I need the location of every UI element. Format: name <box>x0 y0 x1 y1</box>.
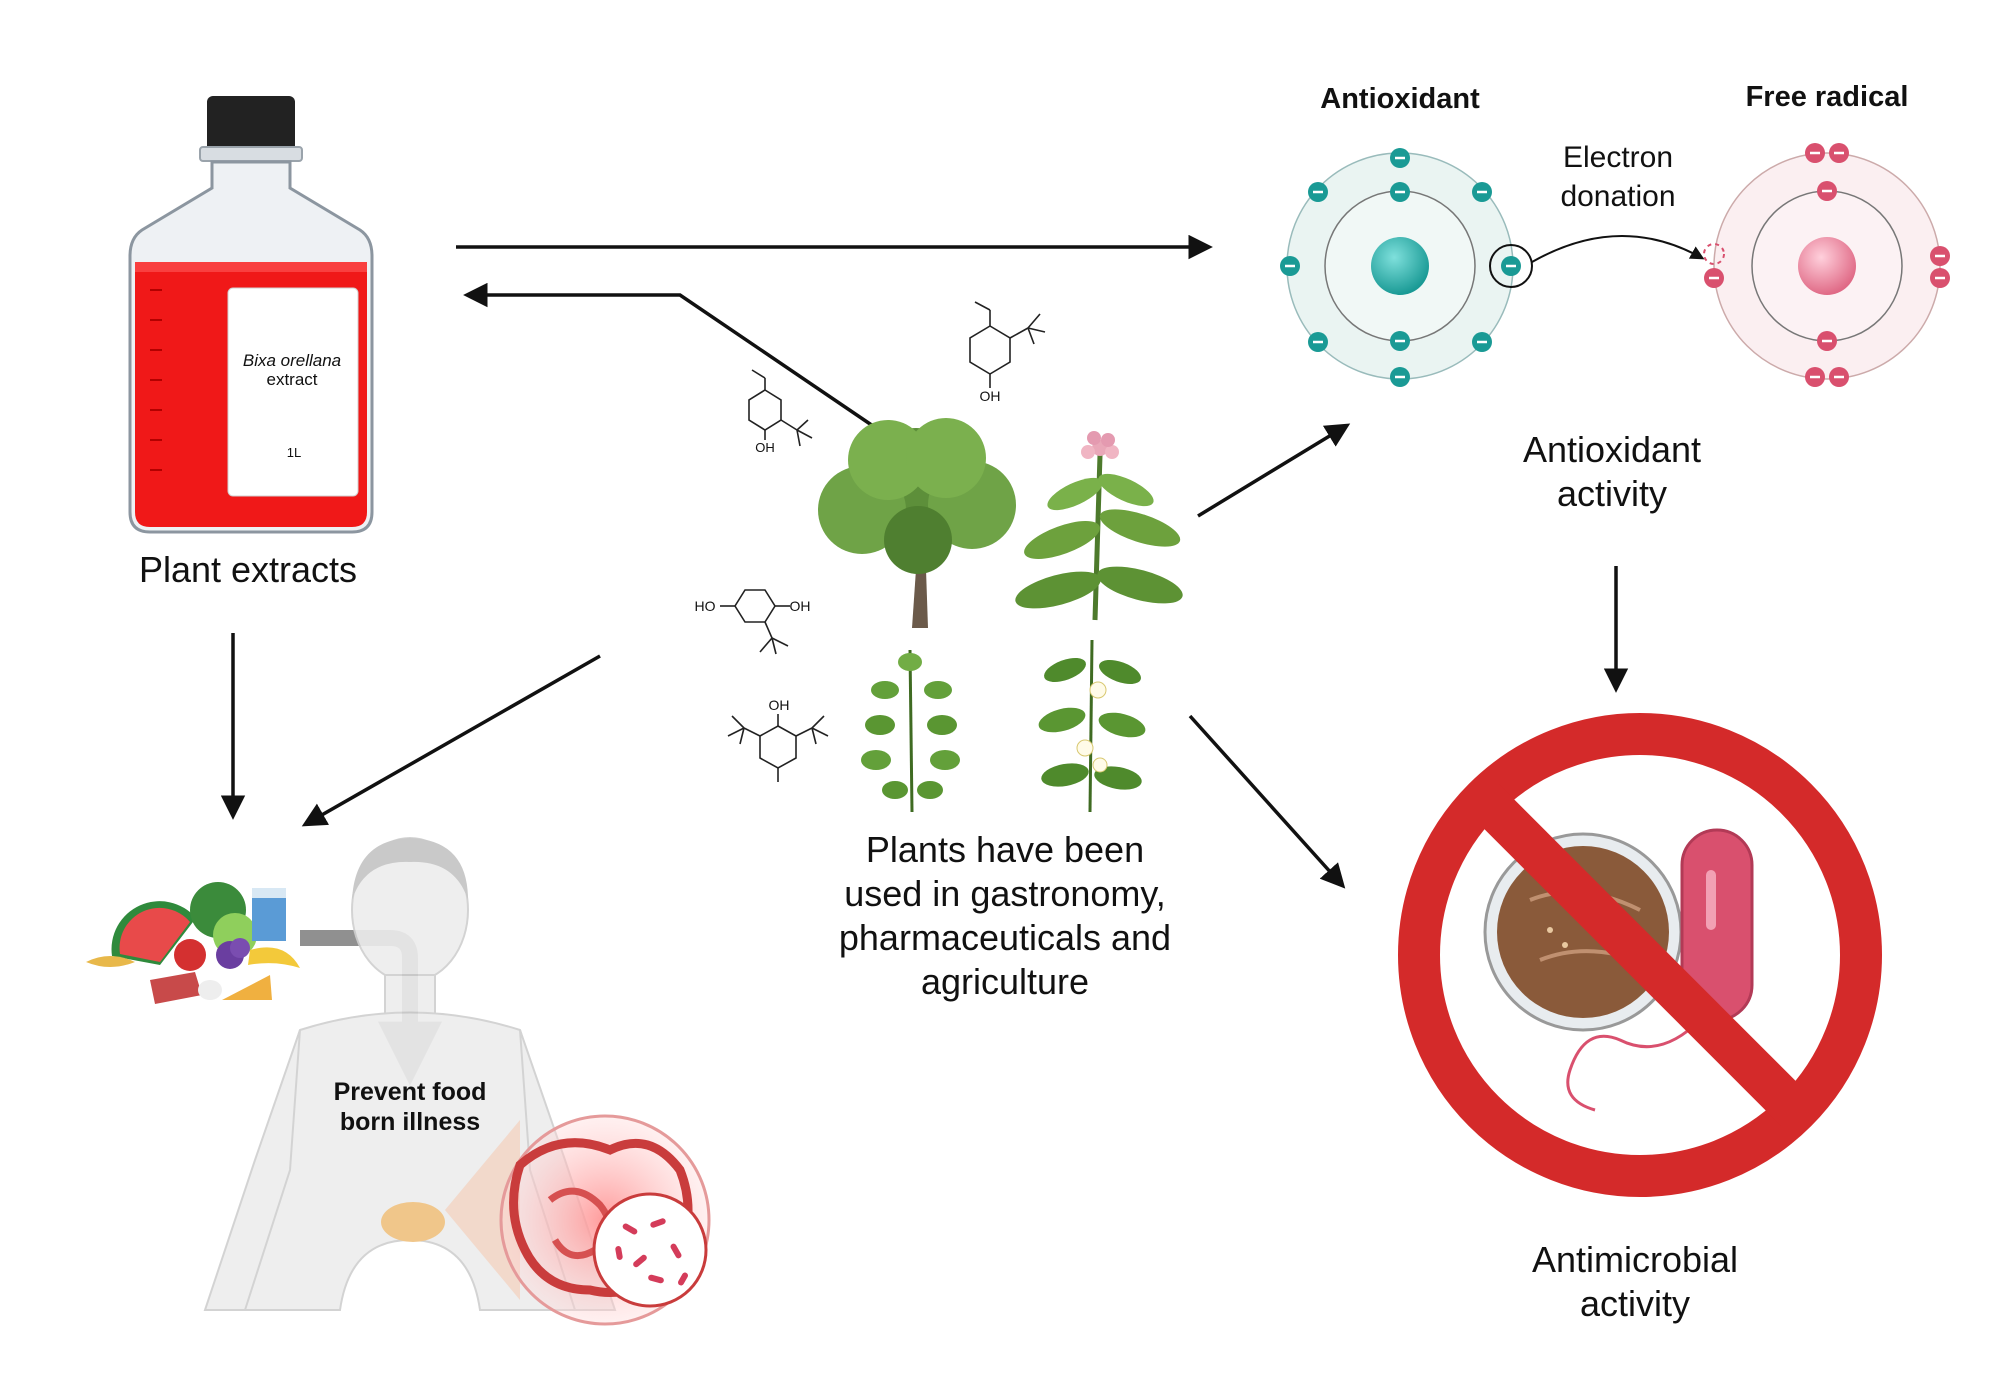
antimicrobial-line2: activity <box>1580 1283 1690 1324</box>
antioxidant-activity-line1: Antioxidant <box>1523 429 1701 470</box>
antioxidant-atom <box>1286 152 1514 380</box>
plants-text-line3: pharmaceuticals and <box>839 917 1171 958</box>
bottle-cap <box>207 96 295 152</box>
free-radical-atom <box>1703 152 1941 380</box>
arrow-plants-to-antimicrobial <box>1188 714 1346 889</box>
bha-structure-1 <box>969 301 1046 388</box>
bottle-label <box>227 287 359 497</box>
arrow-plants-to-bottle <box>463 282 877 430</box>
pancreas <box>381 1202 445 1242</box>
culture-bottle: Bixa orellana extract 1L <box>128 96 374 534</box>
antioxidant-nucleus <box>1371 237 1429 295</box>
electron-donation-line2: donation <box>1560 180 1675 213</box>
plant-extracts-label: Plant extracts <box>139 549 357 590</box>
prohibition-sign <box>1398 713 1882 1197</box>
electron-donation-line1: Electron <box>1563 141 1673 174</box>
chem-oh-3: OH <box>790 598 811 614</box>
intestine-zoom <box>499 1114 711 1326</box>
flowering-plant <box>1015 431 1183 621</box>
free-radical-electrons <box>1704 143 1950 387</box>
chemical-structures <box>720 301 1046 782</box>
bha-structure-2 <box>748 369 813 447</box>
antioxidant-title: Antioxidant <box>1320 83 1480 115</box>
food-pile <box>86 882 300 1004</box>
electron-donation-arrow <box>1531 235 1705 263</box>
plants-text-line4: agriculture <box>921 961 1089 1002</box>
antioxidant-activity-line2: activity <box>1557 473 1667 514</box>
arrows <box>220 234 1629 889</box>
prevent-food-line1: Prevent food <box>334 1078 487 1106</box>
free-radical-nucleus <box>1798 237 1856 295</box>
bottle-extract-word: extract <box>266 370 317 389</box>
chem-ho: HO <box>695 598 716 614</box>
tbhq-structure <box>720 589 790 655</box>
tree-illustration <box>818 418 1016 628</box>
bottle-species: Bixa orellana <box>243 351 341 370</box>
zoom-cone <box>445 1120 520 1300</box>
soybean-plant <box>861 649 960 813</box>
free-radical-title: Free radical <box>1746 81 1909 113</box>
arrow-plants-to-antioxidant-activity <box>1197 423 1351 518</box>
bht-structure <box>727 714 829 782</box>
bottle-volume: 1L <box>287 445 301 460</box>
bacterium-rod <box>1566 828 1754 1112</box>
donated-electron-ring <box>1489 244 1533 288</box>
antimicrobial-line1: Antimicrobial <box>1532 1239 1738 1280</box>
chem-oh-2: OH <box>755 440 775 455</box>
petri-dish <box>1483 832 1683 1032</box>
hair <box>352 838 468 900</box>
bacteria-inset <box>592 1192 708 1308</box>
antioxidant-electrons <box>1280 148 1521 387</box>
prevent-food-line2: born illness <box>340 1108 480 1136</box>
tea-plant <box>1038 639 1146 813</box>
arrow-plants-to-food <box>301 654 601 827</box>
chem-oh-4: OH <box>769 697 790 713</box>
empty-electron-slot <box>1703 243 1725 265</box>
plants-text-line1: Plants have been <box>866 829 1144 870</box>
plants-text-line2: used in gastronomy, <box>844 873 1166 914</box>
chem-oh-1: OH <box>980 388 1001 404</box>
